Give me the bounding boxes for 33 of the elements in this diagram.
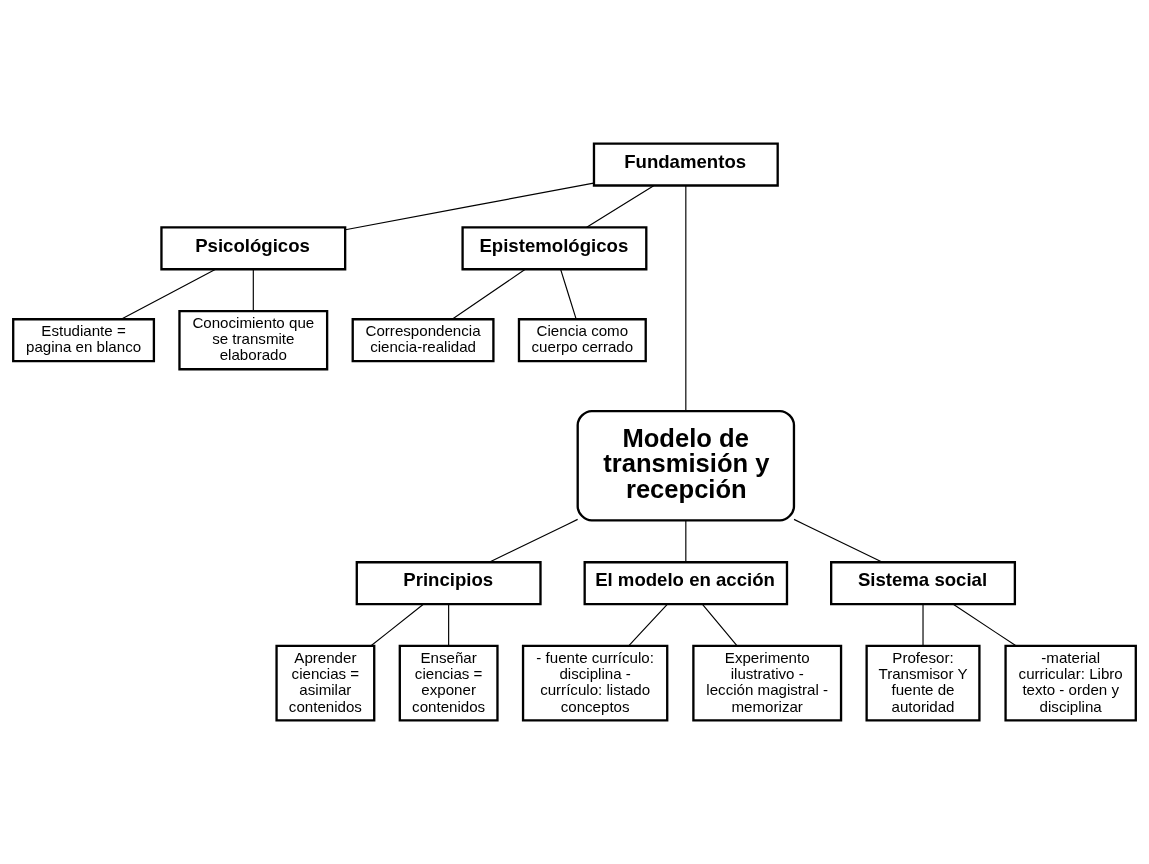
connector xyxy=(451,268,526,320)
connector xyxy=(685,185,687,412)
connector xyxy=(252,268,254,312)
node-box: Epistemológicos xyxy=(461,226,648,271)
connector xyxy=(344,182,595,231)
node-box: Fundamentos xyxy=(592,142,779,187)
node-box: Experimento ilustrativo - lección magistral - memorizar xyxy=(692,644,843,722)
node-box: Principios xyxy=(355,561,542,606)
connector xyxy=(702,603,738,647)
connector xyxy=(952,603,1017,647)
connector xyxy=(489,518,579,563)
connector xyxy=(370,603,424,647)
connector xyxy=(628,603,668,647)
connector xyxy=(586,185,655,228)
node-box: Conocimiento que se transmite elaborado xyxy=(178,309,329,371)
node-box: Modelo de transmisión y recepción xyxy=(576,409,796,522)
node-box: Psicológicos xyxy=(160,226,347,271)
connector xyxy=(120,268,217,320)
node-box: Profesor: Transmisor Y fuente de autoridad xyxy=(865,644,981,722)
node-box: Sistema social xyxy=(830,561,1017,606)
node-box: Correspondencia ciencia-realidad xyxy=(351,318,495,363)
node-box: Enseñar ciencias = exponer contenidos xyxy=(398,644,499,722)
node-box: Aprender ciencias = asimilar contenidos xyxy=(275,644,376,722)
connector xyxy=(922,603,924,647)
node-box: El modelo en acción xyxy=(583,561,789,606)
connector xyxy=(448,603,450,647)
node-box: Estudiante = pagina en blanco xyxy=(12,318,156,363)
connector xyxy=(560,268,577,320)
node-box: - fuente currículo: disciplina - currículo: listado conceptos xyxy=(521,644,669,722)
node-box: Ciencia como cuerpo cerrado xyxy=(517,318,647,363)
connector xyxy=(793,518,883,563)
connector xyxy=(685,519,687,563)
node-box: -material curricular: Libro texto - orden y disciplina xyxy=(1004,644,1137,722)
